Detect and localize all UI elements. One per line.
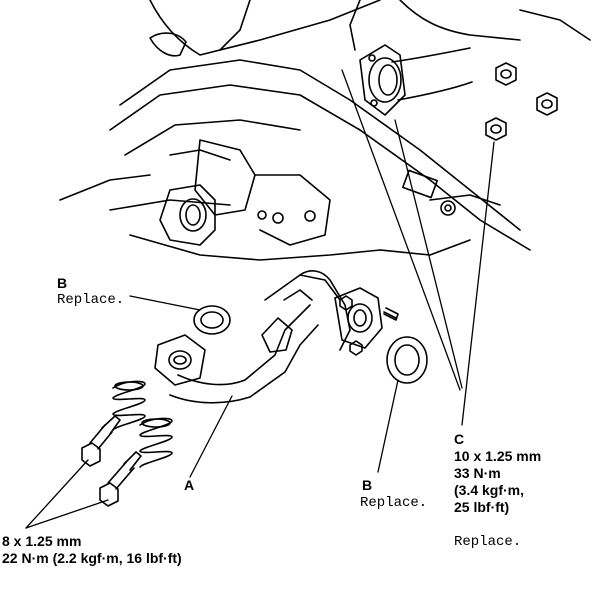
leader-lines [25,69,495,529]
label-b-lower-note: Replace. [360,495,428,511]
bolt-upper [81,415,121,467]
label-c-size: 10 x 1.25 mm [454,448,542,464]
spring-lower [139,417,173,468]
flange-nut-2 [536,92,558,116]
label-a-letter: A [184,477,195,493]
label-c-torque-kgf: (3.4 kgf·m, [454,482,525,498]
flange-nut-3 [485,117,507,141]
underbody [59,0,591,261]
bolt-lower [99,451,142,507]
label-c-torque-lbf: 25 lbf·ft) [454,499,510,515]
spring-upper [112,380,146,431]
manifold-outlet [159,184,216,246]
label-b-lower-letter: B [362,477,373,493]
upper-pipe [359,44,473,116]
label-bolt-torque: 22 N·m (2.2 kgf·m, 16 lbf·ft) [2,550,182,566]
flange-nut-1 [495,62,517,86]
exhaust-pipe-a [154,270,399,404]
label-c-note: Replace. [454,534,522,550]
label-bolt-size: 8 x 1.25 mm [2,533,82,549]
gasket-b-upper [193,305,231,335]
label-b-upper-note: Replace. [57,292,125,308]
label-b-upper-letter: B [57,275,68,291]
label-c-letter: C [454,431,465,447]
gasket-b-right [386,336,428,384]
label-c-torque-nm: 33 N·m [454,465,501,481]
